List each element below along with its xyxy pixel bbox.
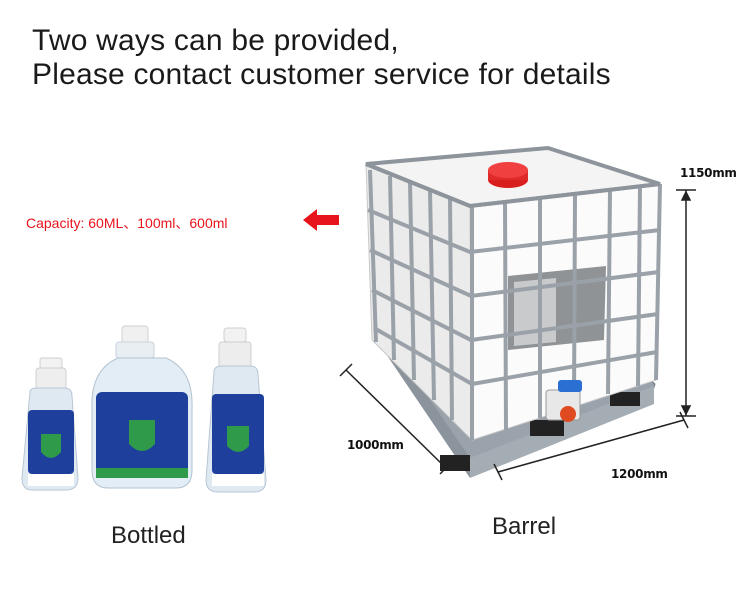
- barrel-label: Barrel: [492, 513, 557, 540]
- dimension-lines: [339, 189, 696, 481]
- bottle-large: [91, 325, 193, 489]
- headline-line-2: Please contact customer service for deta…: [32, 58, 611, 91]
- headline: Two ways can be provided, Please contact…: [32, 24, 611, 92]
- headline-line-1: Two ways can be provided,: [32, 24, 399, 57]
- left-arrow-icon: [303, 209, 339, 231]
- bottled-label: Bottled: [111, 522, 186, 549]
- bottle-medium: [205, 327, 267, 493]
- ibc-tote: [365, 145, 662, 478]
- height-dimension-label: 1150mm: [680, 166, 737, 180]
- depth-dimension-label: 1000mm: [347, 438, 404, 452]
- width-dimension-label: 1200mm: [611, 467, 668, 481]
- capacity-text: Capacity: 60ML、100ml、600ml: [26, 215, 228, 231]
- bottle-small: [21, 357, 79, 491]
